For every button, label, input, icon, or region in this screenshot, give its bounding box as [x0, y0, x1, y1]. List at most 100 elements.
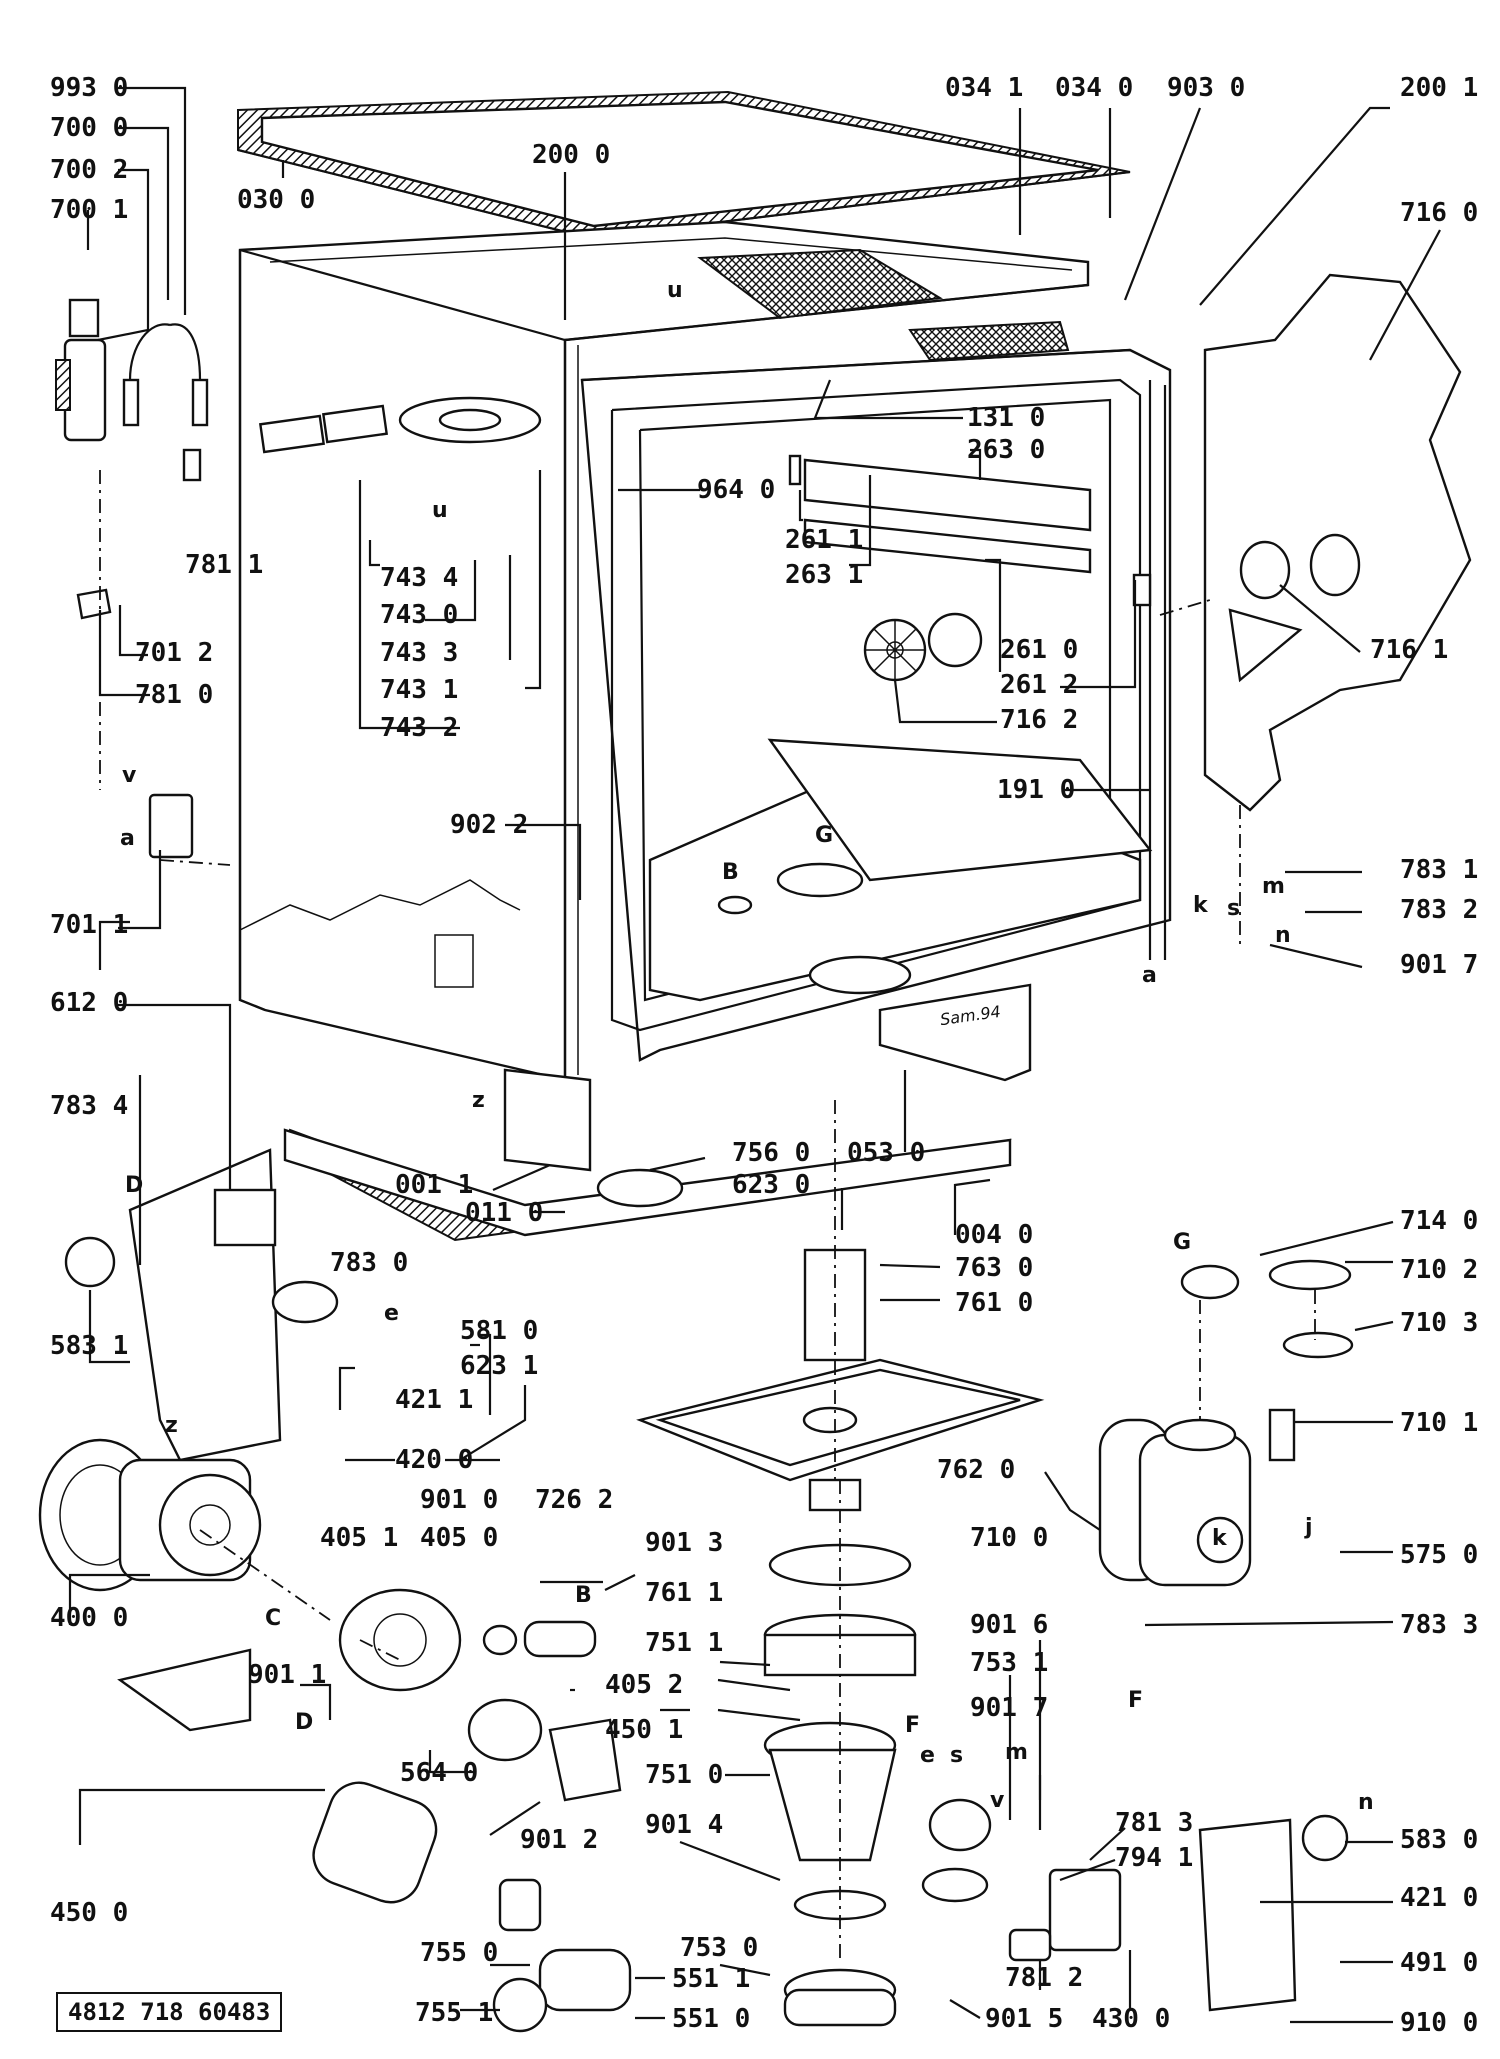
callout-261-2: 261 2: [1000, 670, 1079, 700]
callout-430-0: 430 0: [1092, 2004, 1171, 2034]
callout-901-7-a: 901 7: [1400, 950, 1479, 980]
callout-405-0: 405 0: [420, 1523, 499, 1553]
marker-D-top: D: [125, 1173, 144, 1198]
marker-C: C: [265, 1606, 282, 1631]
callout-714-0: 714 0: [1400, 1206, 1479, 1236]
marker-v: v: [122, 763, 137, 788]
callout-405-2: 405 2: [605, 1670, 684, 1700]
callout-743-2: 743 2: [380, 713, 459, 743]
marker-F-hose: F: [1128, 1688, 1144, 1713]
callout-261-0: 261 0: [1000, 635, 1079, 665]
sump-assembly: [636, 1248, 1045, 2027]
callout-700-1: 700 1: [50, 195, 129, 225]
marker-e-left: e: [384, 1301, 399, 1326]
callout-450-1: 450 1: [605, 1715, 684, 1745]
callout-794-1: 794 1: [1115, 1843, 1194, 1873]
marker-m-side: m: [1262, 874, 1285, 899]
marker-u-top: u: [667, 278, 683, 303]
heater: [312, 1781, 632, 2033]
marker-k-softener: k: [1212, 1526, 1227, 1551]
pump-motor: [38, 1438, 262, 1732]
marker-a-left: a: [120, 826, 135, 851]
marker-G-tub: G: [815, 823, 834, 848]
marker-e-bottom: e: [920, 1743, 935, 1768]
callout-701-2: 701 2: [135, 638, 214, 668]
marker-D-pump: D: [295, 1710, 314, 1735]
marker-B-hose: B: [575, 1583, 592, 1608]
marker-s-side: s: [1227, 896, 1241, 921]
callout-763-0: 763 0: [955, 1253, 1034, 1283]
callout-450-0: 450 0: [50, 1898, 129, 1928]
callout-761-1: 761 1: [645, 1578, 724, 1608]
callout-263-1: 263 1: [785, 560, 864, 590]
callout-716-2: 716 2: [1000, 705, 1079, 735]
callout-551-0: 551 0: [672, 2004, 751, 2034]
callout-200-0: 200 0: [532, 140, 611, 170]
callout-743-1: 743 1: [380, 675, 459, 705]
marker-F-sump: F: [905, 1713, 921, 1738]
callout-421-0: 421 0: [1400, 1883, 1479, 1913]
callout-710-1: 710 1: [1400, 1408, 1479, 1438]
callout-011-0: 011 0: [465, 1198, 544, 1228]
marker-a-side: a: [1142, 963, 1157, 988]
callout-761-0: 761 0: [955, 1288, 1034, 1318]
callout-743-0: 743 0: [380, 600, 459, 630]
callout-700-0: 700 0: [50, 113, 129, 143]
callout-901-3: 901 3: [645, 1528, 724, 1558]
callout-901-7-b: 901 7: [970, 1693, 1049, 1723]
callout-131-0: 131 0: [967, 403, 1046, 433]
callout-743-3: 743 3: [380, 638, 459, 668]
callout-743-4: 743 4: [380, 563, 459, 593]
callout-756-0: 756 0: [732, 1138, 811, 1168]
callout-781-1: 781 1: [185, 550, 264, 580]
callout-623-1: 623 1: [460, 1351, 539, 1381]
callout-901-6: 901 6: [970, 1610, 1049, 1640]
callout-901-1: 901 1: [248, 1660, 327, 1690]
marker-u-left: u: [432, 498, 448, 523]
marker-k-side: k: [1193, 893, 1208, 918]
callout-755-0: 755 0: [420, 1938, 499, 1968]
cabinet-body: [238, 220, 1090, 1082]
callout-491-0: 491 0: [1400, 1948, 1479, 1978]
callout-753-0: 753 0: [680, 1933, 759, 1963]
lower-frame: [283, 1068, 1012, 1242]
marker-G-softener: G: [1173, 1230, 1192, 1255]
callout-783-3: 783 3: [1400, 1610, 1479, 1640]
marker-s-bottom: s: [950, 1743, 964, 1768]
callout-004-0: 004 0: [955, 1220, 1034, 1250]
callout-783-2: 783 2: [1400, 895, 1479, 925]
callout-901-2: 901 2: [520, 1825, 599, 1855]
callout-716-0: 716 0: [1400, 198, 1479, 228]
marker-z-bracket: z: [165, 1413, 178, 1438]
callout-564-0: 564 0: [400, 1758, 479, 1788]
callout-901-5: 901 5: [985, 2004, 1064, 2034]
callout-710-3: 710 3: [1400, 1308, 1479, 1338]
callout-053-0: 053 0: [847, 1138, 926, 1168]
water-softener: [1098, 1259, 1354, 1587]
callout-191-0: 191 0: [997, 775, 1076, 805]
callout-910-0: 910 0: [1400, 2008, 1479, 2038]
callout-903-0: 903 0: [1167, 73, 1246, 103]
callout-781-2: 781 2: [1005, 1963, 1084, 1993]
callout-263-0: 263 0: [967, 435, 1046, 465]
callout-783-0: 783 0: [330, 1248, 409, 1278]
callout-405-1: 405 1: [320, 1523, 399, 1553]
marker-v-bottom: v: [990, 1788, 1005, 1813]
callout-701-1: 701 1: [50, 910, 129, 940]
callout-034-1: 034 1: [945, 73, 1024, 103]
callout-581-0: 581 0: [460, 1316, 539, 1346]
pump-housing: [338, 1588, 622, 1802]
callout-421-1: 421 1: [395, 1385, 474, 1415]
callout-583-0: 583 0: [1400, 1825, 1479, 1855]
side-insulation: [1203, 273, 1472, 812]
callout-781-3: 781 3: [1115, 1808, 1194, 1838]
callout-623-0: 623 0: [732, 1170, 811, 1200]
callout-901-0: 901 0: [420, 1485, 499, 1515]
callout-710-2: 710 2: [1400, 1255, 1479, 1285]
callout-751-0: 751 0: [645, 1760, 724, 1790]
callout-902-2: 902 2: [450, 810, 529, 840]
callout-551-1: 551 1: [672, 1964, 751, 1994]
callout-751-1: 751 1: [645, 1628, 724, 1658]
